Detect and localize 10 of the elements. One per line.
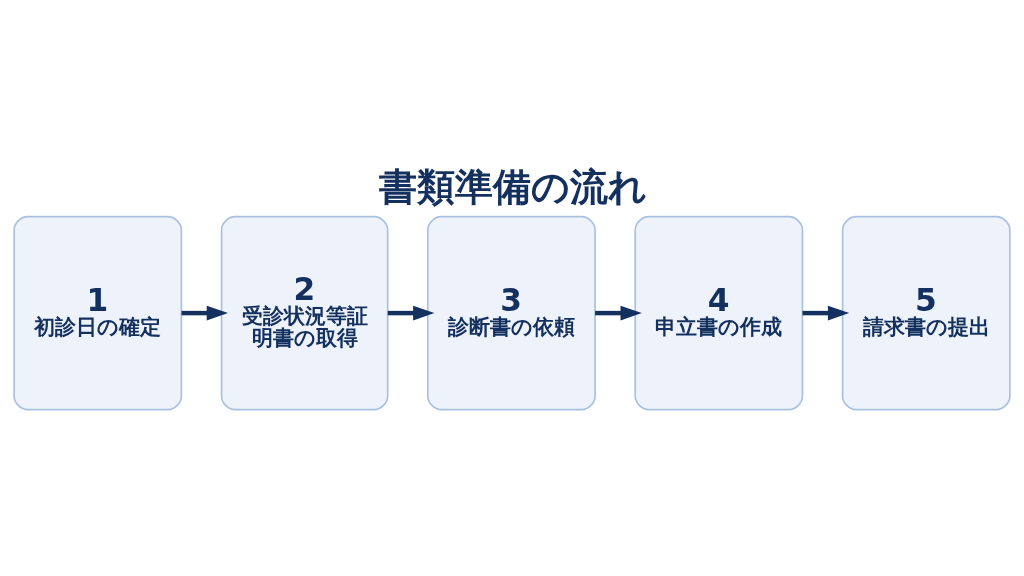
node-box: 3 診断書の依頼 bbox=[426, 215, 596, 411]
diagram-title: 書類準備の流れ bbox=[379, 165, 648, 210]
node-box: 1 初診日の確定 bbox=[13, 215, 183, 411]
arrow bbox=[181, 305, 228, 321]
arrow bbox=[802, 305, 850, 321]
node-box: 4 申立書の作成 bbox=[634, 215, 804, 411]
arrow bbox=[595, 305, 642, 321]
node-box: 5 請求書の提出 bbox=[841, 215, 1011, 411]
arrow bbox=[387, 305, 435, 321]
node-box: 2 受診状況等証明書の取得 bbox=[220, 215, 389, 411]
